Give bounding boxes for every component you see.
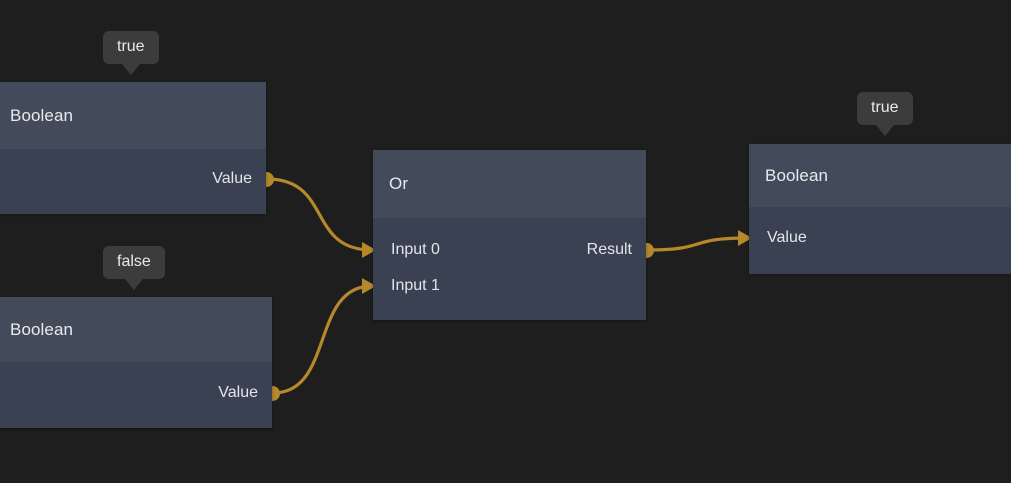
node-value-tooltip: false xyxy=(103,246,165,280)
connection-wire-wire-a-to-input0[interactable] xyxy=(265,177,374,252)
input-port-arrow-icon[interactable] xyxy=(362,278,376,294)
input-port-arrow-icon[interactable] xyxy=(738,230,752,246)
node-title: Or xyxy=(389,174,409,193)
tooltip-label: true xyxy=(871,99,899,116)
node-title: Boolean xyxy=(10,319,74,339)
input-port-label: Input 1 xyxy=(391,277,440,294)
node-header-boolean-sink[interactable]: Boolean xyxy=(749,144,1011,207)
node-title: Boolean xyxy=(10,105,74,125)
input-port-row[interactable]: Input 1 xyxy=(373,275,646,297)
node-header-or-operator[interactable]: Or xyxy=(373,150,646,218)
output-port-row[interactable]: Value xyxy=(0,382,272,404)
node-value-tooltip: true xyxy=(857,92,913,126)
output-port-label: Value xyxy=(212,170,252,187)
input-port-arrow-icon[interactable] xyxy=(362,242,376,258)
connection-wire-wire-result-to-sink[interactable] xyxy=(645,236,750,252)
input-port-row[interactable]: Value xyxy=(749,227,1011,249)
output-port-label: Value xyxy=(218,384,258,401)
connection-wire-wire-b-to-input1[interactable] xyxy=(271,284,374,395)
node-body-boolean-source-b: Value xyxy=(0,362,272,428)
node-header-boolean-source-b[interactable]: Boolean xyxy=(0,297,272,362)
input-port-label: Value xyxy=(767,229,807,246)
node-title: Boolean xyxy=(765,165,829,185)
input-port-label: Input 0 xyxy=(391,241,440,258)
tooltip-label: true xyxy=(117,38,145,55)
input-port-row[interactable]: Input 0 xyxy=(373,239,646,261)
tooltip-label: false xyxy=(117,253,151,270)
node-header-boolean-source-a[interactable]: Boolean xyxy=(0,82,266,149)
output-port-label: Result xyxy=(586,241,632,258)
node-body-or-operator: Input 0 Input 1 Result xyxy=(373,218,646,320)
output-port-row[interactable]: Result xyxy=(373,239,646,261)
node-value-tooltip: true xyxy=(103,31,159,65)
node-body-boolean-source-a: Value xyxy=(0,149,266,214)
output-port-row[interactable]: Value xyxy=(0,168,266,190)
node-body-boolean-sink: Value xyxy=(749,207,1011,274)
